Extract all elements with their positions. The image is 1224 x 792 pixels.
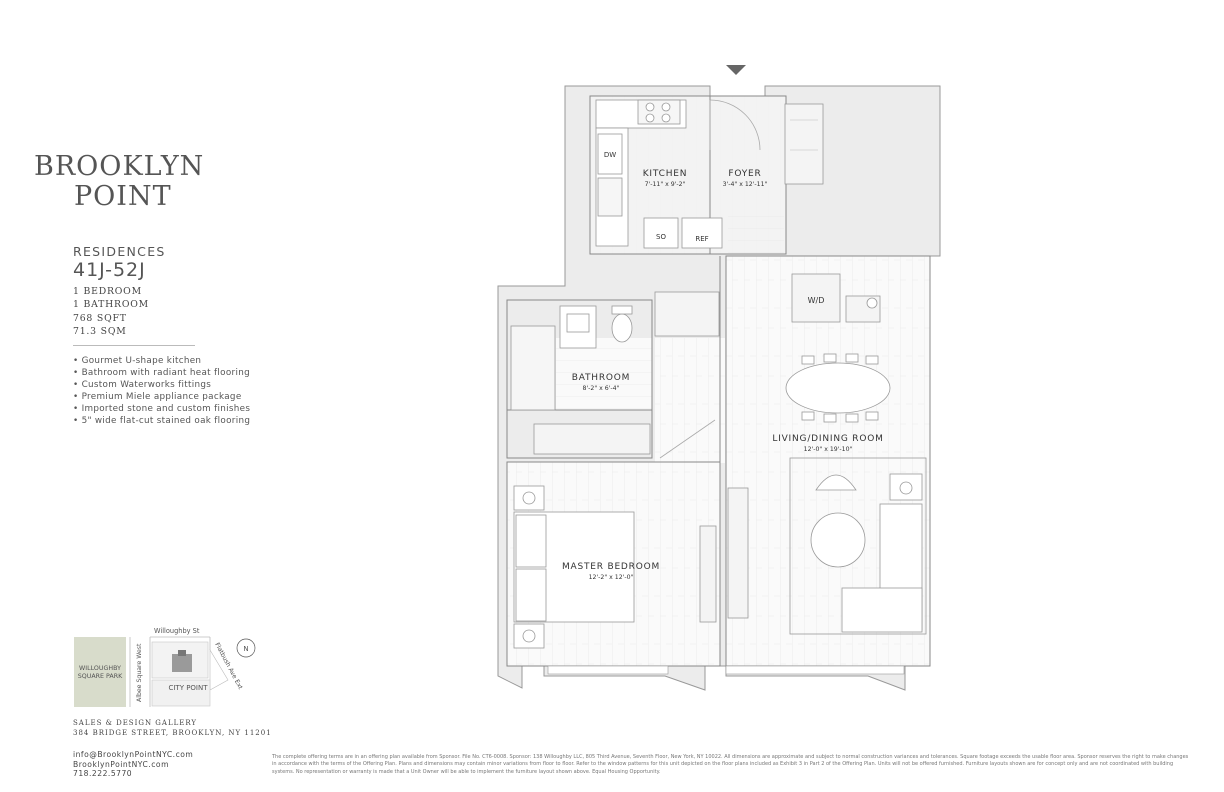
- foyer-dims: 3'-4" x 12'-11": [723, 181, 768, 188]
- ref-label: REF: [695, 235, 708, 243]
- brand-logo-line1: BROOKLYN: [34, 151, 205, 182]
- stat-bedrooms: 1 BEDROOM: [73, 286, 142, 297]
- toilet: [611, 313, 633, 343]
- feature-item: Premium Miele appliance package: [73, 391, 250, 403]
- dw-appliance: [597, 133, 623, 175]
- shower: [510, 325, 556, 411]
- dresser: [699, 525, 717, 623]
- street-willoughby: Willoughby St: [154, 627, 200, 635]
- brand-logo: BROOKLYN POINT: [34, 151, 205, 212]
- sales-address: 384 BRIDGE STREET, BROOKLYN, NY 11201: [73, 728, 272, 737]
- media-console: [727, 487, 749, 619]
- brand-logo-line2: POINT: [74, 181, 172, 212]
- compass-label: N: [243, 645, 248, 653]
- bedroom-label: MASTER BEDROOM: [562, 562, 660, 572]
- living-label: LIVING/DINING ROOM: [772, 434, 883, 444]
- location-map: WILLOUGHBY SQUARE PARK CITY POINT Willou…: [74, 627, 256, 707]
- dining-table: [785, 362, 891, 414]
- bathroom-label: BATHROOM: [572, 373, 630, 383]
- legal-disclaimer: The complete offering terms are in an of…: [272, 754, 1189, 775]
- feature-list: Gourmet U-shape kitchen Bathroom with ra…: [73, 355, 250, 428]
- foyer-closet: [784, 103, 824, 185]
- bedroom-closet: [533, 423, 651, 455]
- building-highlight: [172, 654, 192, 672]
- feature-item: Gourmet U-shape kitchen: [73, 355, 250, 367]
- kitchen-label: KITCHEN: [643, 169, 688, 179]
- compass-icon: [236, 638, 256, 658]
- foyer-label: FOYER: [728, 169, 761, 179]
- sales-title: SALES & DESIGN GALLERY: [73, 719, 198, 727]
- contact-website[interactable]: BrooklynPointNYC.com: [73, 759, 169, 769]
- so-appliance: [643, 217, 679, 249]
- stat-sqm: 71.3 SQM: [73, 325, 127, 337]
- stat-bathrooms: 1 BATHROOM: [73, 299, 149, 311]
- dw-label: DW: [604, 151, 616, 159]
- area-rug: [789, 457, 927, 635]
- park-label-line2: SQUARE PARK: [78, 673, 123, 680]
- residences-units: 41J-52J: [73, 259, 146, 281]
- contact-info: info@BrooklynPointNYC.com BrooklynPointN…: [73, 750, 193, 779]
- feature-item: Bathroom with radiant heat flooring: [73, 367, 250, 379]
- contact-phone: 718.222.5770: [73, 769, 133, 779]
- contact-email[interactable]: info@BrooklynPointNYC.com: [73, 750, 194, 759]
- bathroom-dims: 8'-2" x 6'-4": [583, 385, 620, 392]
- linen-closet: [654, 291, 720, 337]
- feature-item: 5" wide flat-cut stained oak flooring: [73, 415, 250, 427]
- bedroom-dims: 12'-2" x 12'-0": [589, 574, 634, 581]
- sales-gallery: SALES & DESIGN GALLERY 384 BRIDGE STREET…: [73, 719, 272, 738]
- so-label: SO: [656, 233, 666, 241]
- living-dims: 12'-0" x 19'-10": [804, 446, 853, 453]
- kitchen-dims: 7'-11" x 9'-2": [645, 181, 686, 188]
- city-point-label: CITY POINT: [168, 684, 208, 692]
- wd-closet: [791, 273, 841, 323]
- unit-stats: 1 BEDROOM 1 BATHROOM 768 SQFT 71.3 SQM: [73, 285, 149, 338]
- section-divider: [73, 345, 195, 346]
- foyer-door: [709, 99, 761, 151]
- park-label-line1: WILLOUGHBY: [79, 665, 121, 672]
- feature-item: Imported stone and custom finishes: [73, 403, 250, 415]
- feature-item: Custom Waterworks fittings: [73, 379, 250, 391]
- park-block: [74, 637, 126, 707]
- wd-label: W/D: [808, 296, 825, 305]
- coffee-table: [810, 512, 866, 568]
- vanity: [559, 305, 597, 349]
- stat-sqft: 768 SQFT: [73, 312, 127, 324]
- city-point-block: [151, 679, 211, 707]
- entry-arrow-icon: [726, 65, 746, 75]
- armchair: [815, 474, 857, 491]
- ref-appliance: [681, 217, 723, 249]
- residences-heading: RESIDENCES: [73, 244, 166, 259]
- street-albee: Albee Square West: [136, 643, 143, 702]
